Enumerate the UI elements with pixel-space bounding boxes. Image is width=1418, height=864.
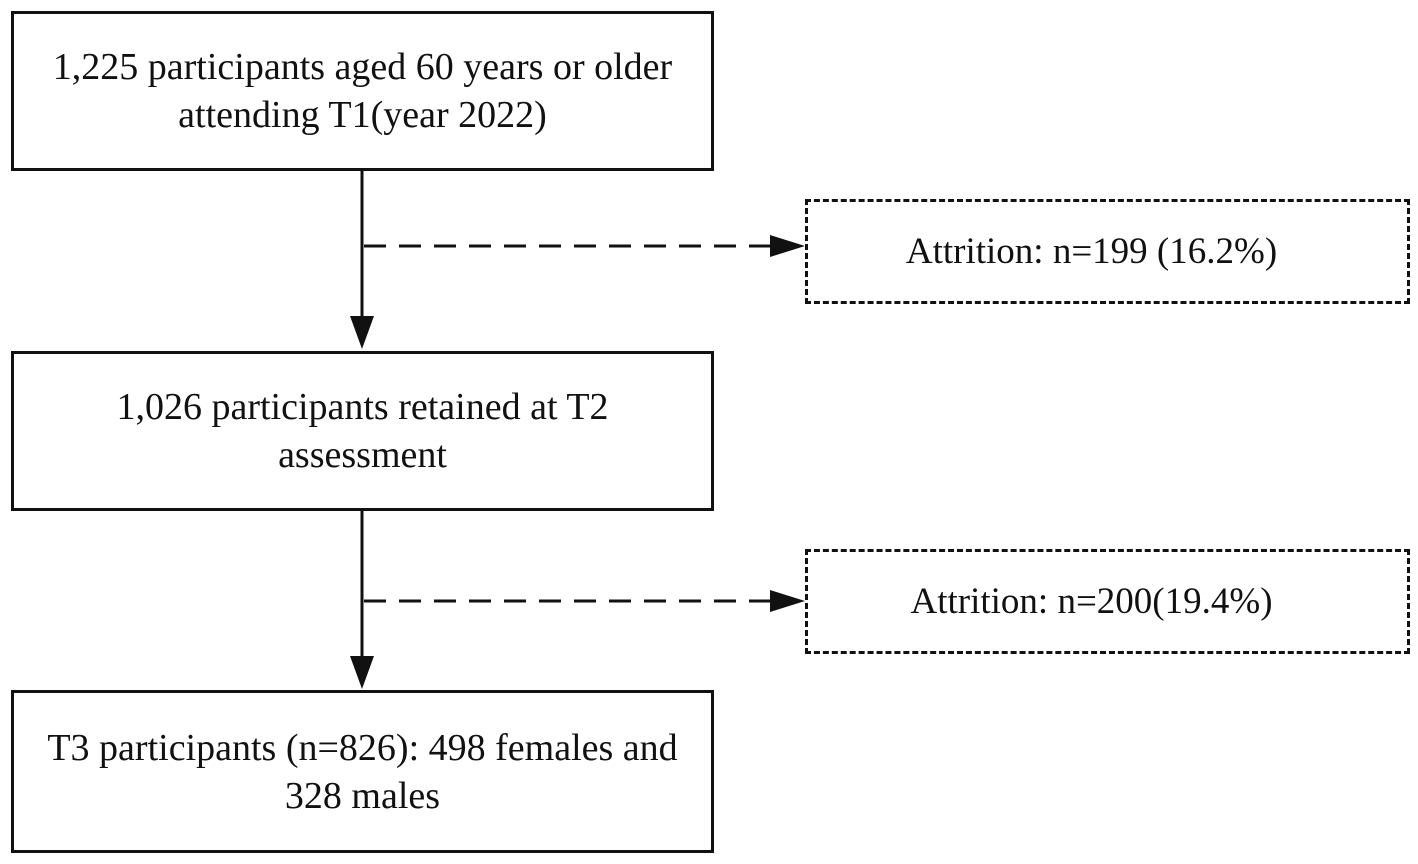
arrow-t1-to-t2-head: [350, 316, 374, 349]
attrition-1-text: Attrition: n=199 (16.2%): [905, 230, 1278, 272]
t1-box-line-1: 1,225 participants aged 60 years or olde…: [52, 46, 673, 88]
arrow-t2-to-t3-head: [350, 656, 374, 689]
t3-participants-box: T3 participants (n=826): 498 females and…: [11, 690, 714, 853]
attrition-2-text: Attrition: n=200(19.4%): [910, 580, 1273, 622]
t2-participants-box: 1,026 participants retained at T2 assess…: [11, 351, 714, 511]
t3-box-line-1: T3 participants (n=826): 498 females and: [47, 726, 678, 769]
t2-box-line-1: 1,026 participants retained at T2: [116, 386, 609, 428]
attrition-2-box: Attrition: n=200(19.4%): [805, 549, 1410, 654]
t3-box-line-2: 328 males: [284, 774, 441, 817]
attrition-2-arrow-head: [770, 590, 805, 612]
t1-box-line-2: attending T1(year 2022): [178, 94, 547, 136]
t1-participants-box: 1,225 participants aged 60 years or olde…: [11, 11, 714, 171]
attrition-1-arrow-head: [770, 235, 805, 257]
attrition-1-box: Attrition: n=199 (16.2%): [805, 199, 1410, 304]
t2-box-line-2: assessment: [278, 434, 447, 476]
